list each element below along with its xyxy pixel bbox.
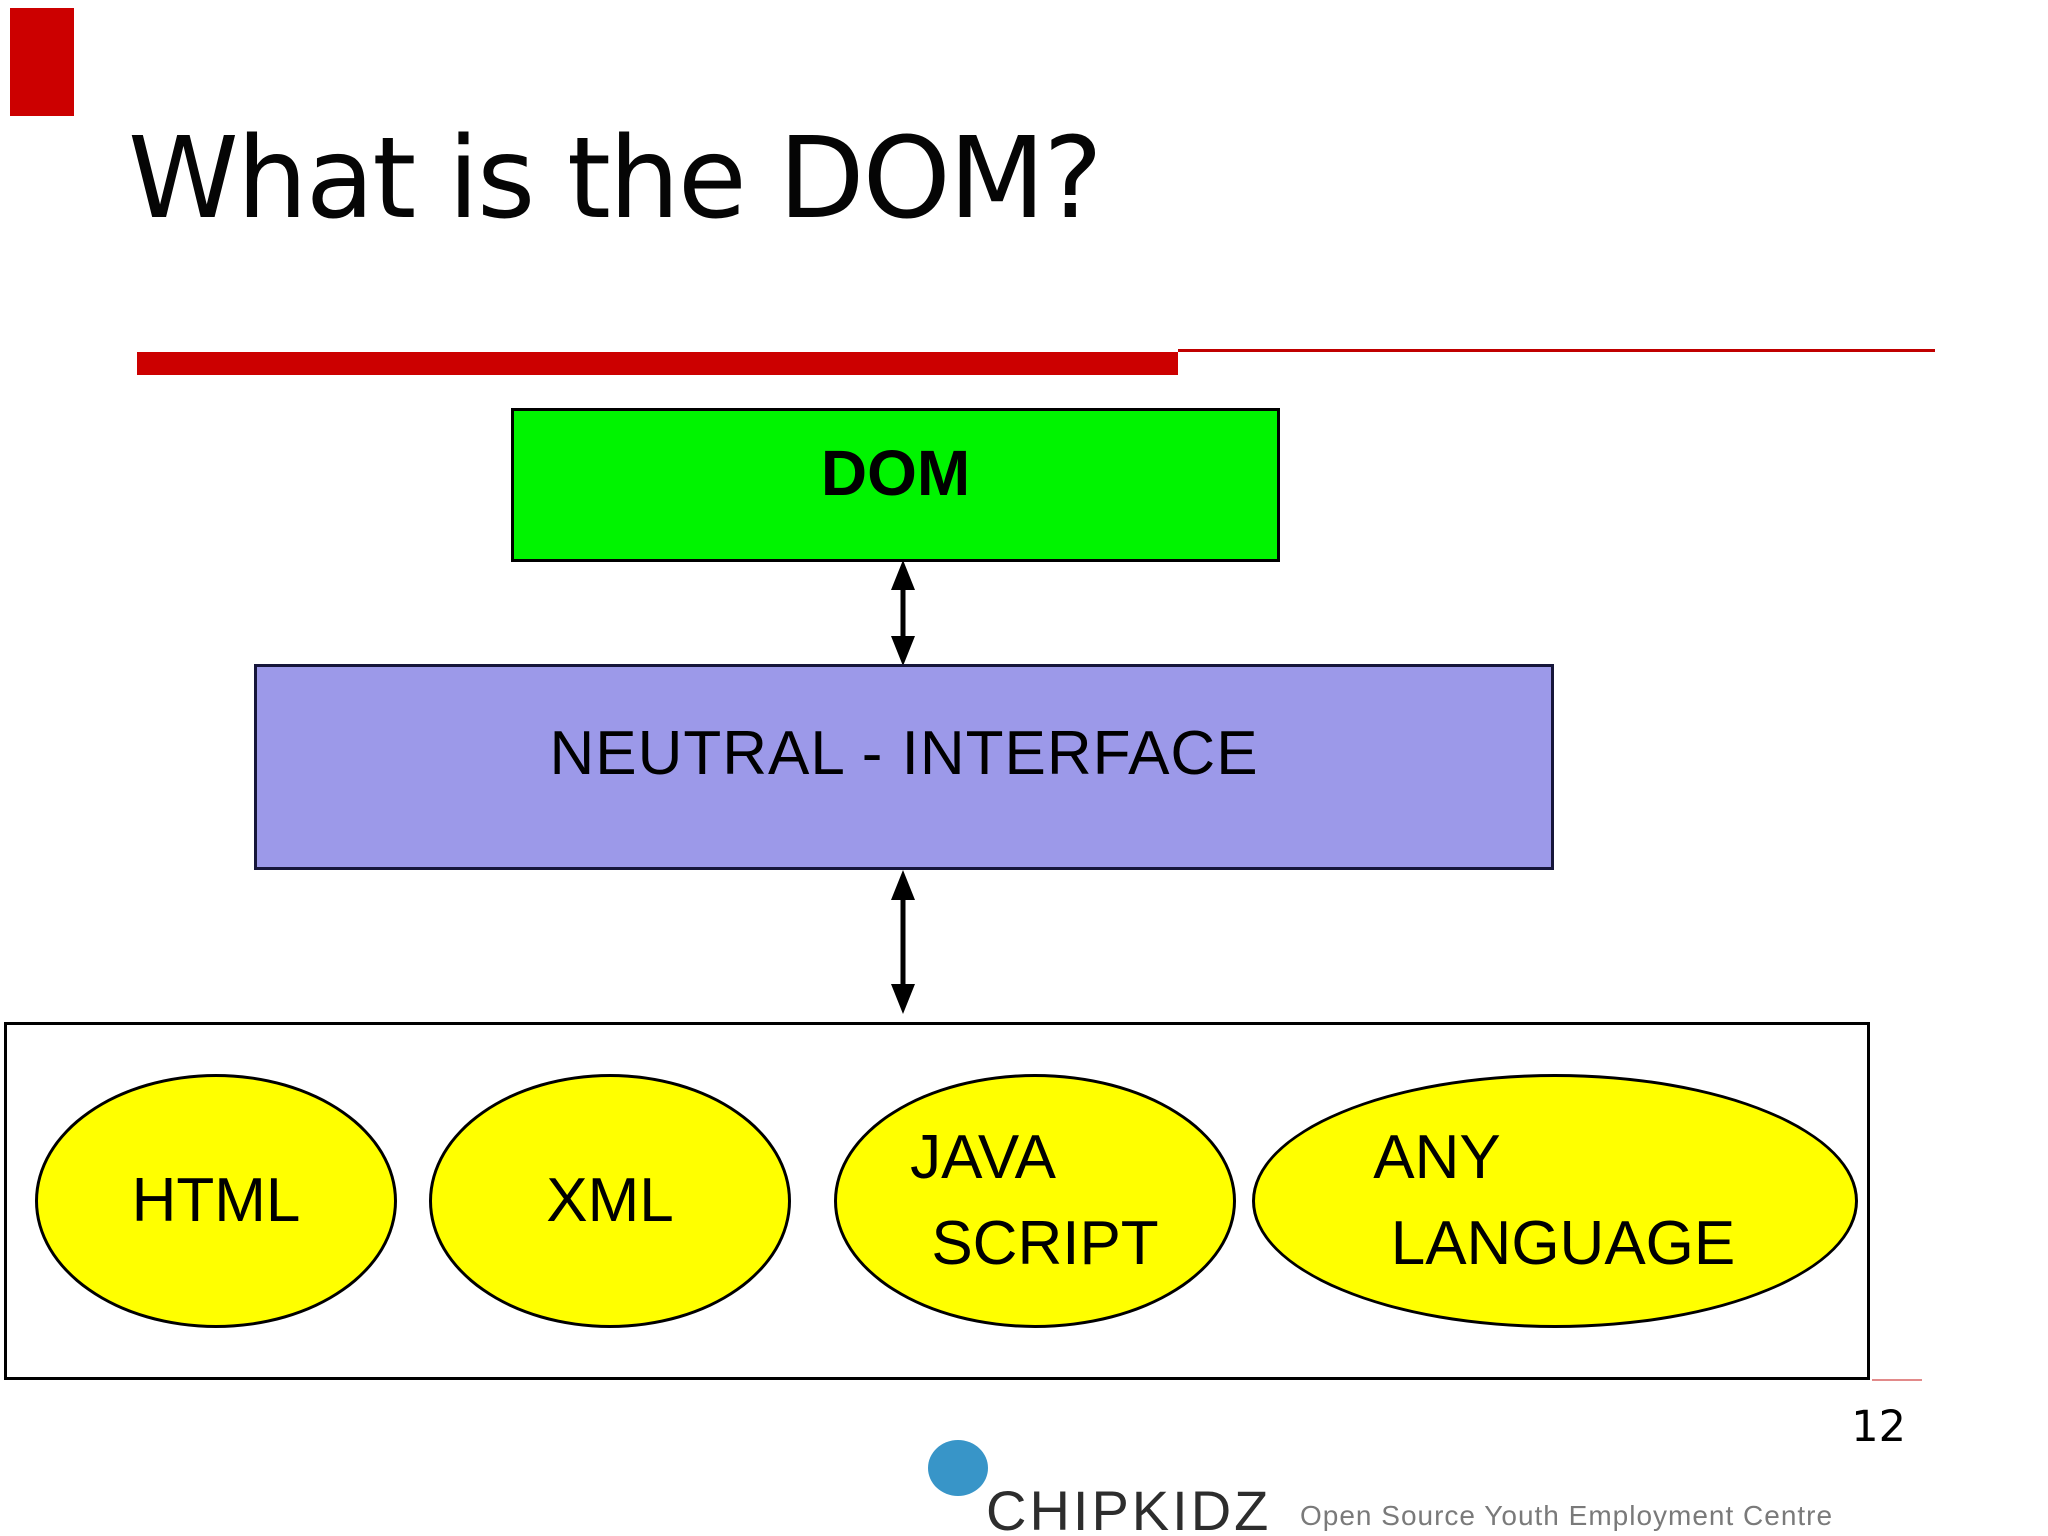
title-divider-thick-bar bbox=[137, 352, 1178, 375]
language-label-line1: JAVA bbox=[910, 1123, 1056, 1193]
language-label-line2: LANGUAGE bbox=[1390, 1209, 1736, 1278]
page-number: 12 bbox=[1851, 1402, 1906, 1452]
slide-title: What is the DOM? bbox=[128, 114, 1103, 244]
dom-box: DOM bbox=[511, 408, 1280, 562]
chipkidz-logo-dot-icon bbox=[928, 1440, 988, 1496]
dom-box-label: DOM bbox=[820, 437, 971, 509]
language-label: HTML bbox=[131, 1166, 301, 1236]
language-label: XML bbox=[546, 1166, 674, 1236]
language-ellipse-html: HTML bbox=[35, 1074, 397, 1328]
logo-tagline: Open Source Youth Employment Centre bbox=[1300, 1500, 1834, 1531]
language-ellipse-any-language: ANY LANGUAGE bbox=[1252, 1074, 1858, 1328]
chipkidz-logo-text: CHIPKIDZ bbox=[986, 1479, 1272, 1536]
bottom-accent-line bbox=[1872, 1379, 1922, 1381]
neutral-interface-label: NEUTRAL - INTERFACE bbox=[549, 718, 1259, 788]
language-label-line2: SCRIPT bbox=[931, 1209, 1159, 1278]
language-ellipse-xml: XML bbox=[429, 1074, 791, 1328]
language-ellipse-javascript: JAVA SCRIPT bbox=[834, 1074, 1236, 1328]
title-divider-thin-line bbox=[1178, 349, 1935, 352]
double-arrow-icon bbox=[880, 868, 926, 1016]
double-arrow-icon bbox=[880, 558, 926, 668]
language-label-line1: ANY bbox=[1373, 1123, 1501, 1193]
neutral-interface-box: NEUTRAL - INTERFACE bbox=[254, 664, 1554, 870]
corner-accent-bar bbox=[10, 8, 74, 116]
